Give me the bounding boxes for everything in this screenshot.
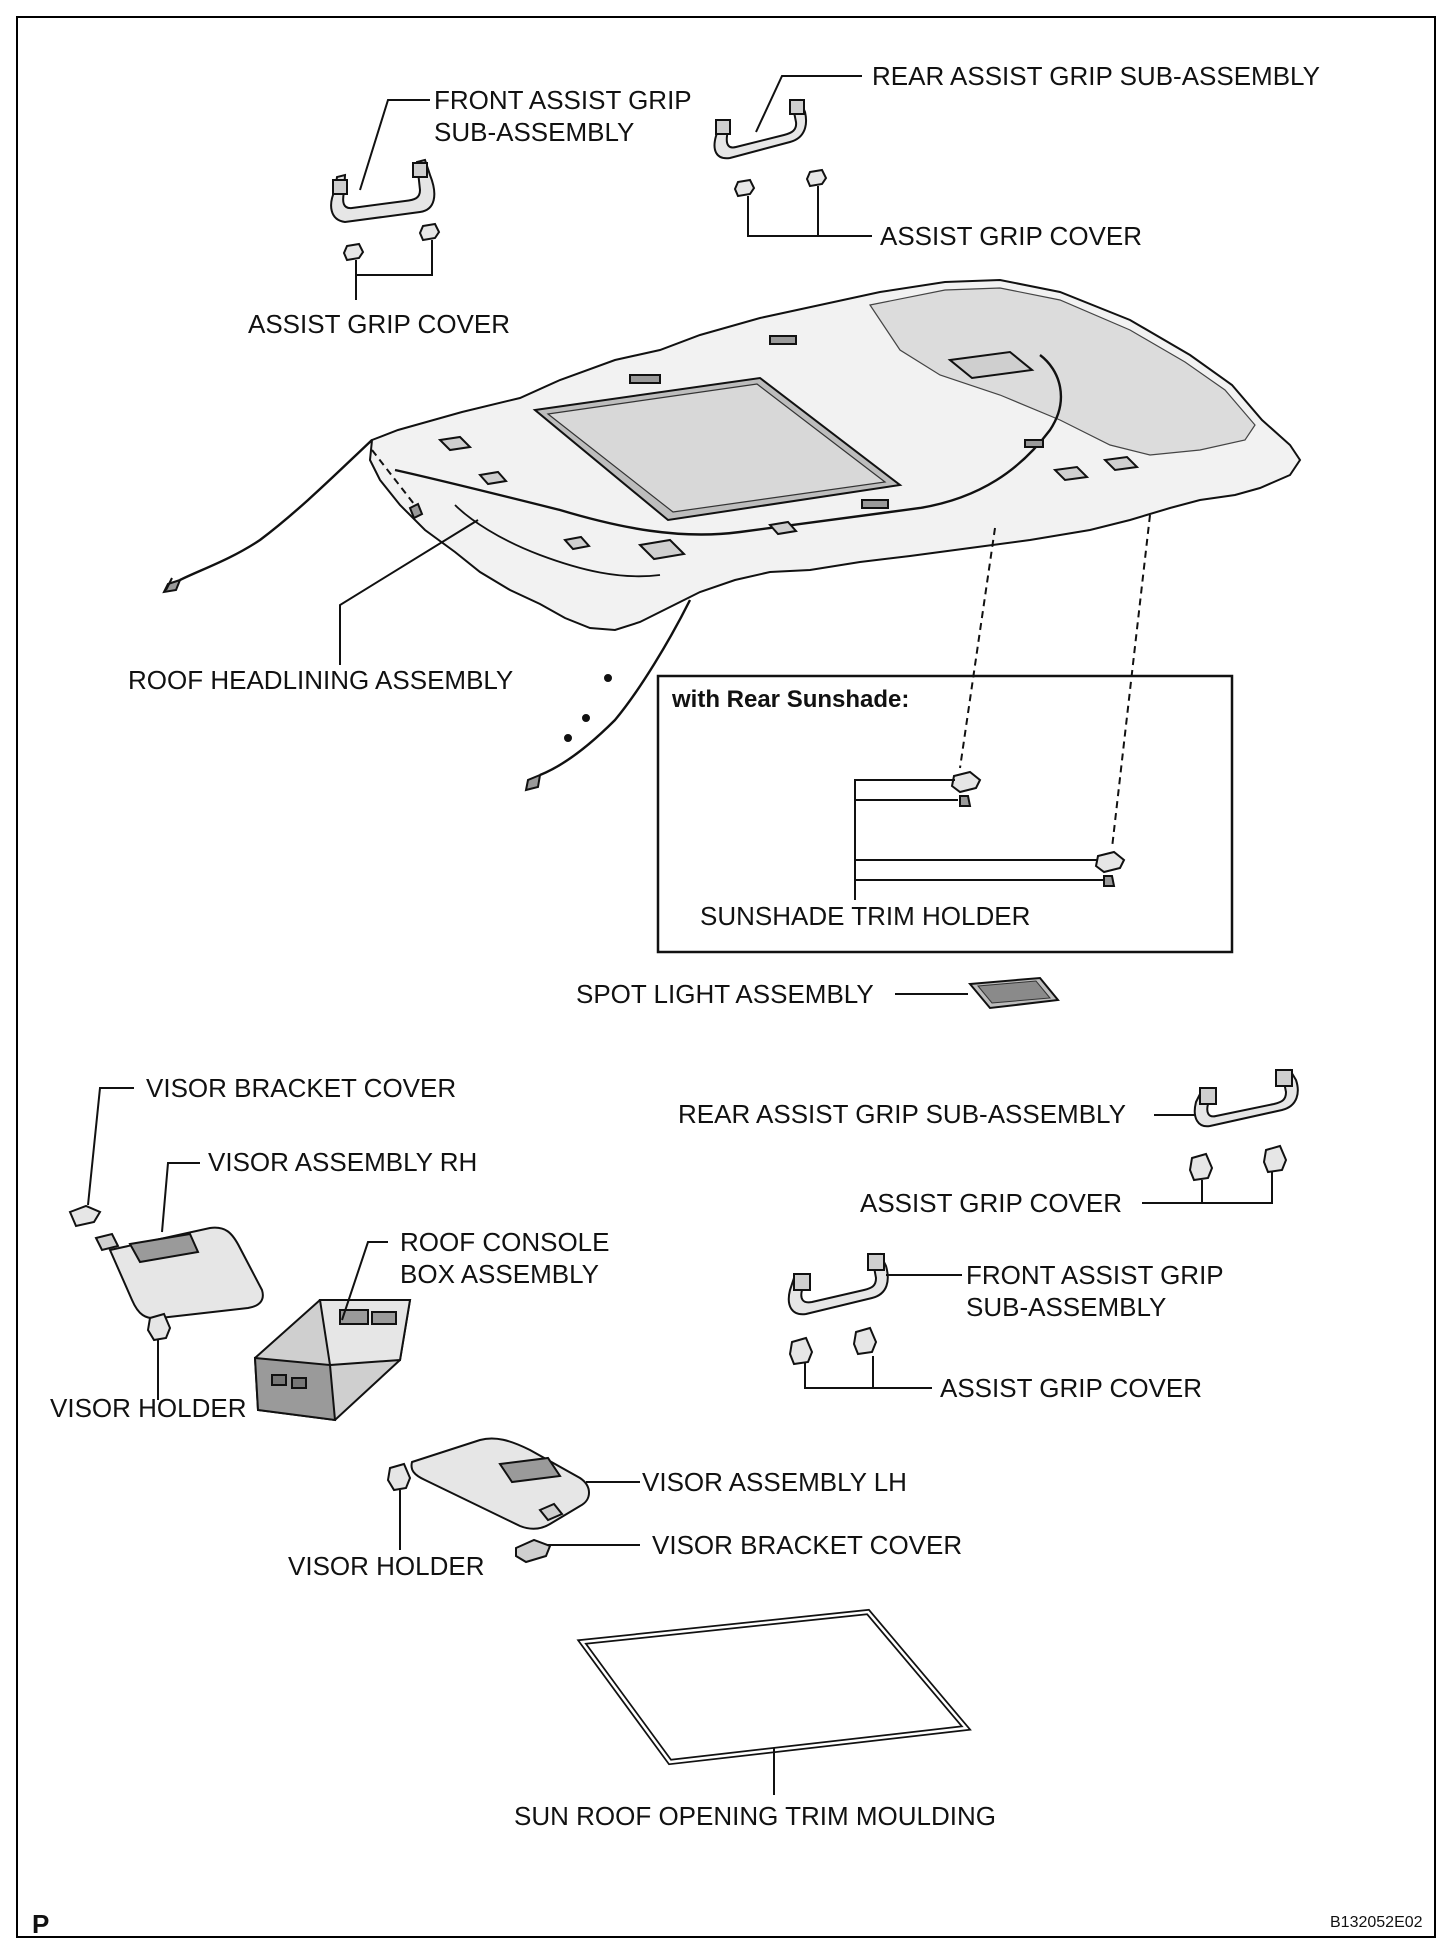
visor-holder-rh — [146, 1312, 172, 1342]
label-visor-holder-rh: VISOR HOLDER — [50, 1393, 247, 1423]
leader-roof-console — [341, 1241, 388, 1321]
label-roof-console-line2: BOX ASSEMBLY — [400, 1259, 599, 1289]
dashed-guide-inset-2 — [1111, 514, 1151, 849]
leader-assist-grip-cover-mid — [1142, 1172, 1273, 1204]
leader-sunshade-trim-holder — [854, 779, 955, 900]
front-assist-grip-bottom — [787, 1252, 889, 1316]
visor-bracket-cover-lh — [515, 1538, 552, 1564]
sunshade-trim-holders — [950, 770, 1126, 887]
page-frame — [16, 16, 1436, 1938]
label-assist-grip-cover-mid: ASSIST GRIP COVER — [860, 1188, 1123, 1218]
visor-assembly-rh-shape — [94, 1226, 264, 1320]
assist-grip-cover-bottom-pieces — [788, 1326, 878, 1366]
spot-light-assembly — [968, 976, 1060, 1010]
label-front-assist-grip-bottom-line1: FRONT ASSIST GRIP — [966, 1260, 1224, 1290]
leader-front-assist-grip-top — [359, 99, 430, 191]
inset-box — [656, 674, 1234, 954]
label-spot-light: SPOT LIGHT ASSEMBLY — [576, 979, 874, 1009]
label-visor-assembly-rh: VISOR ASSEMBLY RH — [208, 1147, 478, 1177]
label-visor-holder-lh: VISOR HOLDER — [288, 1551, 485, 1581]
assist-grip-cover-top-left-pieces — [342, 222, 441, 262]
assist-grip-cover-top-right-pieces — [733, 168, 828, 198]
label-visor-assembly-lh: VISOR ASSEMBLY LH — [642, 1467, 907, 1497]
label-sun-roof-trim: SUN ROOF OPENING TRIM MOULDING — [514, 1801, 996, 1831]
roof-console-box — [253, 1299, 412, 1422]
label-visor-bracket-cover-lh: VISOR BRACKET COVER — [652, 1530, 963, 1560]
page-letter: P — [32, 1909, 50, 1939]
label-assist-grip-cover-bottom: ASSIST GRIP COVER — [940, 1373, 1203, 1403]
leader-visor-assembly-rh — [161, 1162, 200, 1233]
label-roof-console-line1: ROOF CONSOLE — [400, 1227, 610, 1257]
leader-rear-assist-grip-top — [755, 75, 862, 133]
figure-code: B132052E02 — [1330, 1914, 1423, 1931]
dashed-guide-inset-1 — [959, 527, 996, 769]
label-front-assist-grip-top-line1: FRONT ASSIST GRIP — [434, 85, 692, 115]
leader-roof-headlining — [339, 519, 479, 665]
inset-title: with Rear Sunshade: — [672, 686, 910, 713]
label-rear-assist-grip-bottom: REAR ASSIST GRIP SUB-ASSEMBLY — [678, 1099, 1126, 1129]
visor-bracket-cover-rh — [68, 1204, 102, 1228]
label-visor-bracket-cover-rh: VISOR BRACKET COVER — [146, 1073, 457, 1103]
roof-headlining — [162, 278, 1302, 792]
rear-assist-grip-bottom — [1193, 1068, 1299, 1128]
label-roof-headlining: ROOF HEADLINING ASSEMBLY — [128, 665, 514, 695]
visor-assembly-lh-shape — [410, 1437, 590, 1530]
visor-holder-lh — [386, 1462, 412, 1492]
leader-assist-grip-cover-top-left — [355, 240, 433, 300]
rear-assist-grip-top — [713, 98, 808, 160]
label-rear-assist-grip-top: REAR ASSIST GRIP SUB-ASSEMBLY — [872, 61, 1320, 91]
label-assist-grip-cover-top-left: ASSIST GRIP COVER — [248, 309, 511, 339]
front-assist-grip-top — [330, 158, 436, 224]
sun-roof-trim-moulding — [576, 1608, 972, 1766]
leader-visor-bracket-cover-rh — [87, 1087, 134, 1206]
label-sunshade-trim-holder: SUNSHADE TRIM HOLDER — [700, 901, 1031, 931]
leader-assist-grip-cover-bottom — [804, 1362, 932, 1389]
label-front-assist-grip-top-line2: SUB-ASSEMBLY — [434, 117, 635, 147]
assist-grip-cover-mid-pieces — [1188, 1144, 1288, 1182]
leader-assist-grip-cover-top-right — [747, 186, 872, 237]
label-front-assist-grip-bottom-line2: SUB-ASSEMBLY — [966, 1292, 1167, 1322]
label-assist-grip-cover-top-right: ASSIST GRIP COVER — [880, 221, 1143, 251]
